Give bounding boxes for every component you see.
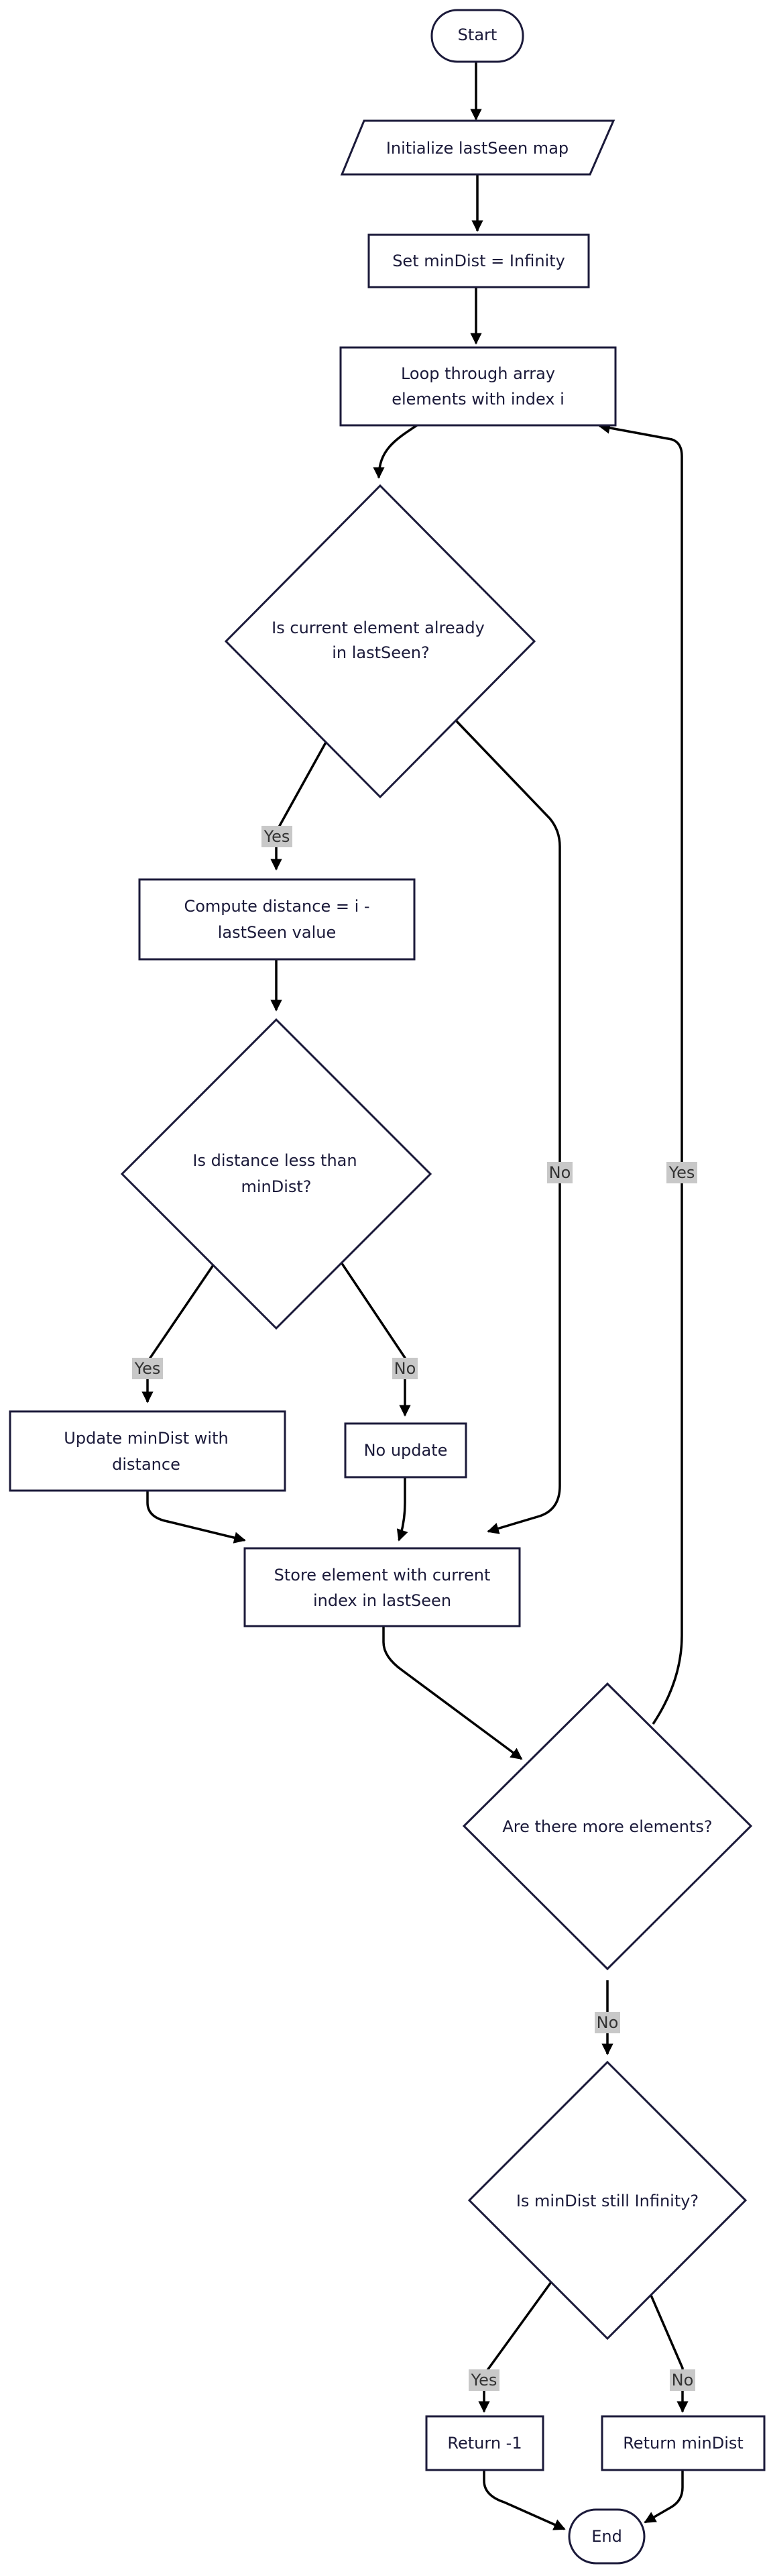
edge-label-seen-no-text: No: [549, 1163, 571, 1182]
compute-distance-label-line1: Compute distance = i -: [184, 897, 369, 916]
edge-label-inf-no-text: No: [672, 2371, 694, 2390]
still-infinity-decision: Is minDist still Infinity?: [467, 2060, 748, 2341]
edge-label-less-yes-text: Yes: [134, 1359, 161, 1378]
edge-label-more-yes: Yes: [666, 1162, 697, 1183]
edge-label-more-no: No: [595, 2012, 620, 2033]
edge-label-more-yes-text: Yes: [668, 1163, 695, 1182]
edge-label-seen-yes: Yes: [261, 826, 292, 847]
initialize-map-node: Initialize lastSeen map: [340, 119, 615, 176]
check-seen-label-line1: Is current element already: [272, 619, 485, 637]
edge-noupdate-to-store: [396, 1477, 408, 1542]
edge-label-seen-yes-text: Yes: [263, 827, 290, 846]
loop-label-line1: Loop through array: [401, 364, 555, 383]
loop-label-line2: elements with index i: [392, 390, 565, 409]
edge-label-inf-yes: Yes: [469, 2369, 499, 2391]
edge-inf-yes: [478, 2281, 552, 2413]
initialize-map-label: Initialize lastSeen map: [386, 139, 569, 158]
edge-label-less-no-text: No: [394, 1359, 416, 1378]
start-node: Start: [430, 9, 524, 63]
update-mindist-node: Update minDist with distance: [9, 1410, 286, 1492]
return-mindist-label: Return minDist: [623, 2434, 744, 2453]
no-update-node: No update: [344, 1422, 467, 1479]
edge-label-seen-no: No: [547, 1162, 573, 1183]
edge-check-less-yes: [141, 1263, 216, 1403]
edge-check-seen-no: [453, 718, 561, 1534]
edge-loop-to-check-seen: [373, 423, 420, 479]
store-element-label-line1: Store element with current: [274, 1566, 491, 1585]
edge-label-inf-no: No: [670, 2369, 695, 2391]
compute-distance-node: Compute distance = i - lastSeen value: [138, 878, 416, 961]
more-elements-label: Are there more elements?: [502, 1817, 712, 1836]
update-mindist-label-line2: distance: [112, 1455, 180, 1474]
return-mindist-node: Return minDist: [601, 2415, 766, 2471]
edge-check-seen-yes: [270, 739, 329, 871]
edge-update-to-store: [146, 1491, 246, 1544]
update-mindist-label-line1: Update minDist with: [64, 1429, 228, 1448]
edge-return-min-to-end: [644, 2469, 684, 2524]
check-less-label-line1: Is distance less than: [192, 1151, 357, 1170]
return-neg-one-node: Return -1: [425, 2415, 544, 2471]
start-node-label: Start: [458, 25, 497, 44]
still-infinity-label: Is minDist still Infinity?: [516, 2192, 699, 2210]
return-neg-one-label: Return -1: [447, 2434, 522, 2453]
store-element-node: Store element with current index in last…: [243, 1547, 521, 1627]
edge-store-to-more: [382, 1626, 523, 1760]
edge-label-more-no-text: No: [597, 2013, 619, 2032]
edge-inf-no: [646, 2287, 689, 2413]
edge-return-neg-to-end: [483, 2469, 566, 2530]
more-elements-decision: Are there more elements?: [462, 1682, 753, 1971]
loop-node: Loop through array elements with index i: [339, 346, 617, 427]
compute-distance-label-line2: lastSeen value: [218, 923, 336, 942]
check-less-decision: Is distance less than minDist?: [120, 1018, 432, 1330]
set-mindist-label: Set minDist = Infinity: [392, 252, 565, 270]
check-seen-label-line2: in lastSeen?: [332, 643, 430, 662]
check-seen-decision: Is current element already in lastSeen?: [224, 484, 536, 799]
end-node: End: [568, 2508, 646, 2565]
edge-label-inf-yes-text: Yes: [471, 2371, 497, 2390]
edge-more-yes: [598, 422, 683, 1725]
edge-label-less-no: No: [392, 1358, 418, 1379]
set-mindist-node: Set minDist = Infinity: [367, 233, 590, 288]
end-node-label: End: [591, 2527, 622, 2546]
edge-label-less-yes: Yes: [132, 1358, 163, 1379]
store-element-label-line2: index in lastSeen: [313, 1591, 451, 1610]
edge-check-less-no: [337, 1258, 411, 1417]
check-less-label-line2: minDist?: [241, 1177, 311, 1196]
no-update-label: No update: [364, 1441, 448, 1460]
